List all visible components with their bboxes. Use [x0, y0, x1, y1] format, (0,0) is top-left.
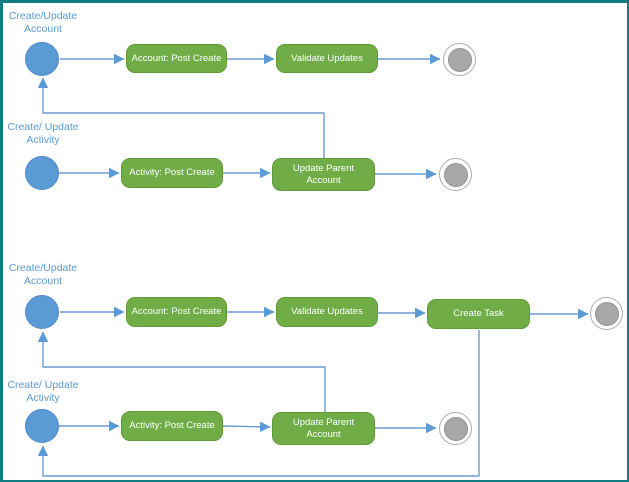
end-node-3 [590, 297, 623, 330]
start-node-account-2 [25, 295, 59, 329]
start-node-activity-1 [25, 156, 59, 190]
task-box-validate-updates-1: Validate Updates [276, 44, 378, 73]
start-node-account-1 [25, 42, 59, 76]
task-box-activity-post-create-2: Activity: Post Create [121, 411, 223, 441]
end-node-inner-circle [594, 301, 619, 326]
end-node-1 [443, 43, 476, 76]
task-box-account-post-create-1: Account: Post Create [126, 44, 227, 73]
feedback-connector-update-parent-to-start1 [37, 77, 325, 158]
trigger-label-account-2: Create/Update Account [8, 262, 78, 287]
trigger-label-account-1: Create/Update Account [8, 10, 78, 35]
connector-layer [37, 53, 589, 477]
start-node-activity-2 [25, 409, 59, 443]
trigger-label-activity-2: Create/ Update Activity [7, 379, 79, 404]
task-box-account-post-create-2: Account: Post Create [126, 297, 227, 327]
feedback-connector-create-task-to-start4 [37, 330, 480, 477]
task-box-update-parent-account-2: Update Parent Account [272, 412, 375, 445]
task-box-validate-updates-2: Validate Updates [276, 297, 378, 327]
end-node-inner-circle [447, 47, 472, 72]
task-box-create-task: Create Task [427, 299, 530, 329]
task-box-activity-post-create-1: Activity: Post Create [121, 158, 223, 188]
end-node-inner-circle [443, 162, 468, 187]
end-node-2 [439, 158, 472, 191]
end-node-inner-circle [443, 416, 468, 441]
task-box-update-parent-account-1: Update Parent Account [272, 158, 375, 191]
trigger-label-activity-1: Create/ Update Activity [7, 121, 79, 146]
connector-activity-to-update-parent-2 [222, 421, 271, 433]
feedback-connector-update-parent-to-start3 [37, 331, 326, 412]
end-node-4 [439, 412, 472, 445]
